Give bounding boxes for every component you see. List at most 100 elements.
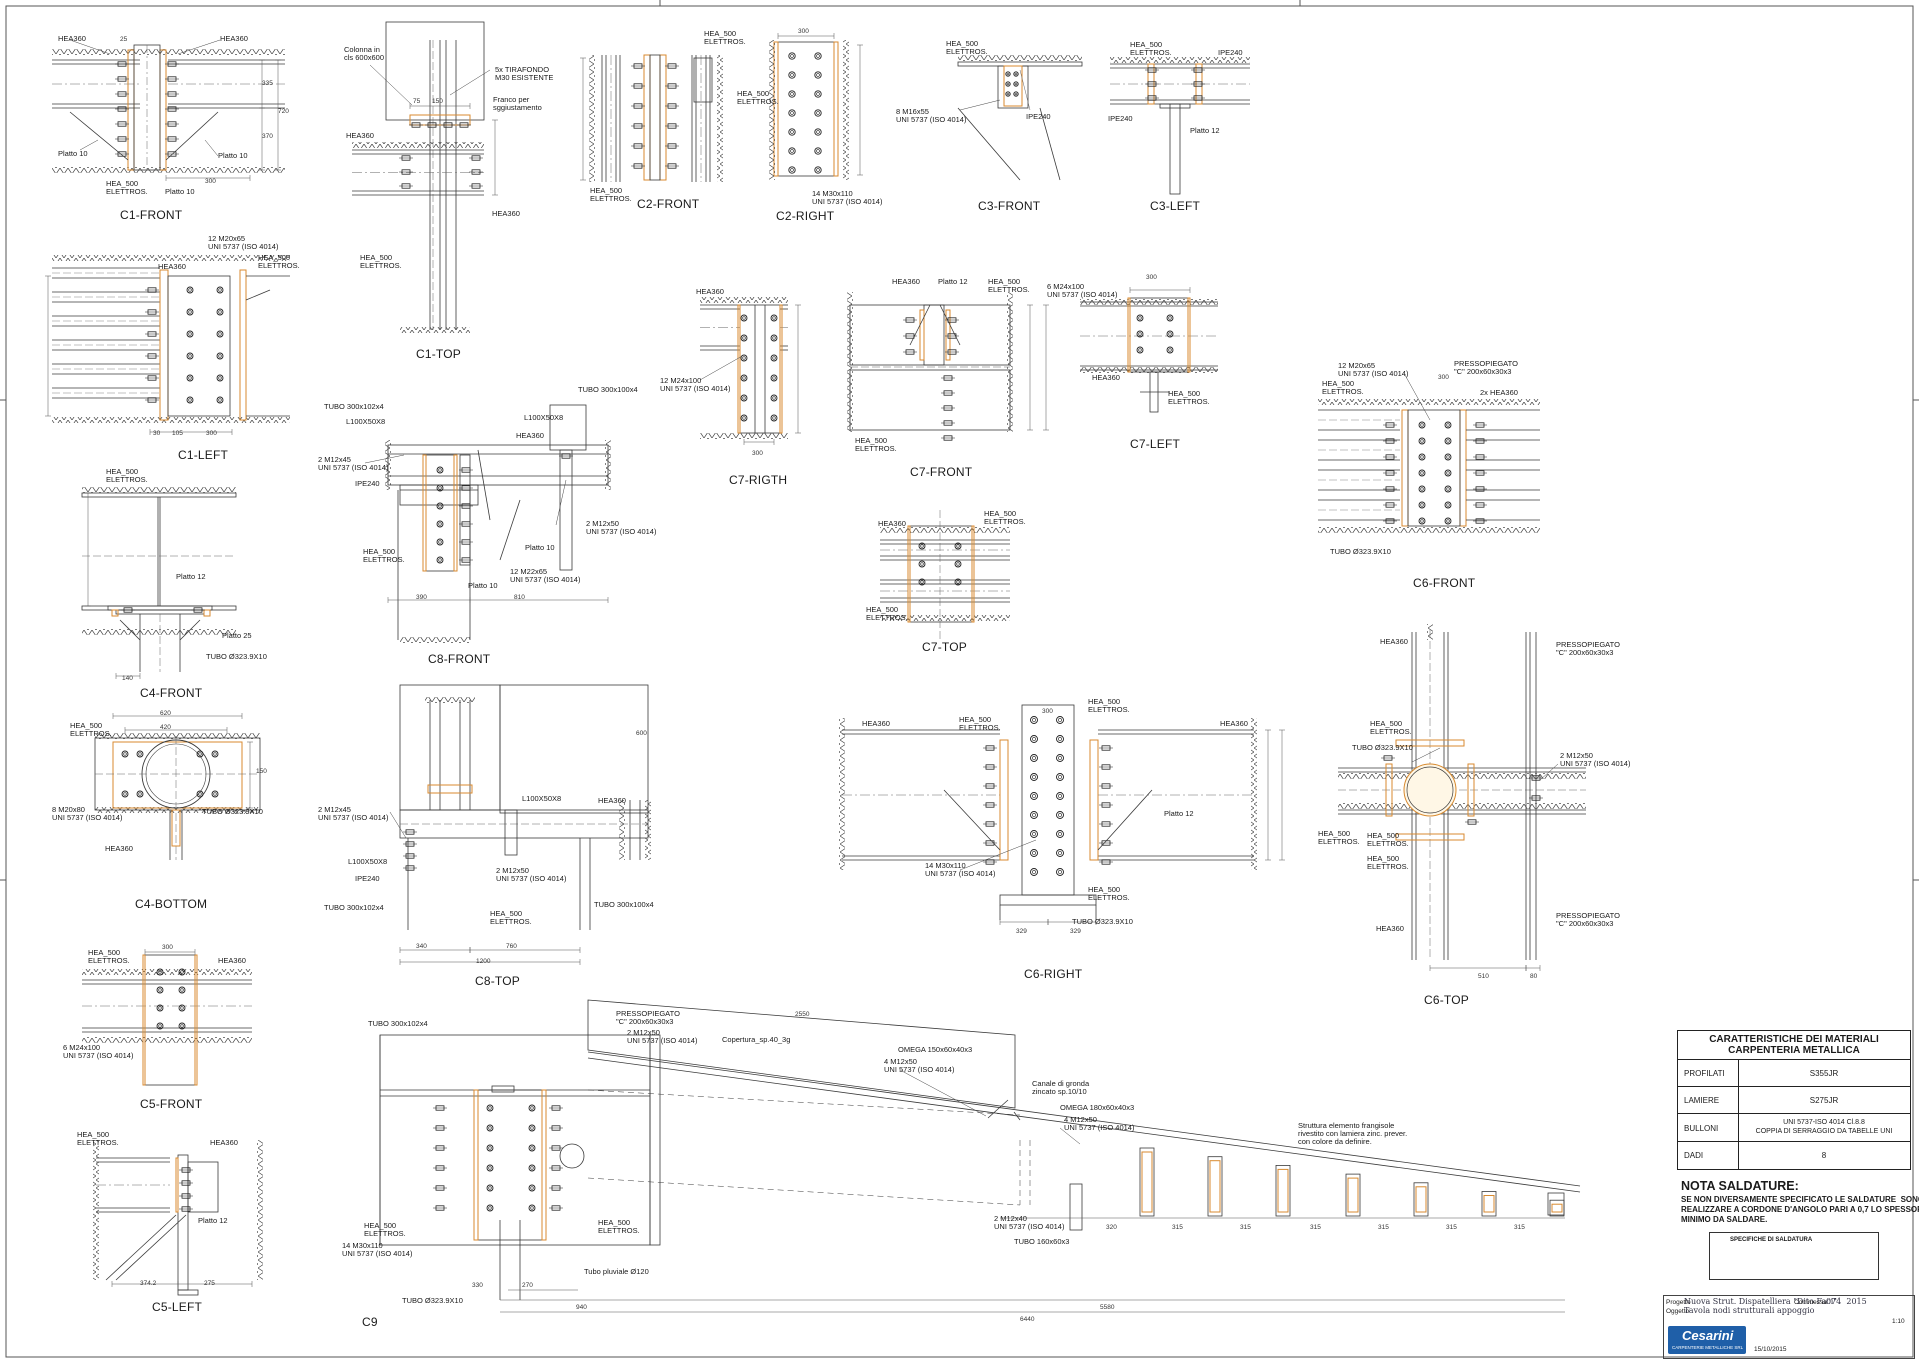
bolt-mark <box>1420 487 1424 491</box>
bolt-mark <box>742 416 746 420</box>
caption-c3-front: C3-FRONT <box>978 199 1041 213</box>
label-hea500: HEA_500 ELETTROS. <box>77 1130 119 1147</box>
bolt-mark <box>178 986 186 994</box>
bolt-mark <box>1420 423 1424 427</box>
bolt-mark <box>790 168 794 172</box>
bolt-mark <box>186 352 194 360</box>
bolt-mark <box>1166 346 1174 354</box>
dim-620: 620 <box>160 710 171 717</box>
label-hea500: HEA_500 ELETTROS. <box>106 179 148 196</box>
bolt-mark <box>770 374 778 382</box>
caption-c8-top: C8-TOP <box>475 974 520 988</box>
bolt-mark <box>1168 332 1172 336</box>
caption-c8-front: C8-FRONT <box>428 652 491 666</box>
weld-plate <box>422 454 427 572</box>
label-hea500: HEA_500 ELETTROS. <box>866 605 908 622</box>
dim-420: 420 <box>160 724 171 731</box>
bolt-mark <box>814 71 822 79</box>
bolt-mark <box>1446 455 1450 459</box>
bolt-mark <box>218 376 222 380</box>
bolt-mark <box>1056 811 1064 819</box>
label-platto10: Platto 10 <box>165 187 195 196</box>
tb-commessa-value: 074 2015 <box>1826 1297 1867 1306</box>
label-colonna: Colonna in cls 600x600 <box>344 45 385 62</box>
bolt-mark <box>1420 439 1424 443</box>
weld-plate <box>427 784 473 794</box>
caption-c5-left: C5-LEFT <box>152 1300 203 1314</box>
label-platto10: Platto 10 <box>58 149 88 158</box>
bolt-mark <box>1168 316 1172 320</box>
bolt-mark <box>770 414 778 422</box>
bolt-mark <box>1056 830 1064 838</box>
label-hea500: HEA_500 ELETTROS. <box>1088 697 1130 714</box>
break-line <box>82 969 252 975</box>
bolt-mark <box>1168 348 1172 352</box>
dim-329: 329 <box>1016 928 1027 935</box>
bolt-mark <box>1030 811 1038 819</box>
bolt-mark <box>918 542 926 550</box>
bolt-mark <box>1058 794 1062 798</box>
leader-line <box>79 139 99 151</box>
bolt-mark <box>1030 868 1038 876</box>
bolt-mark <box>486 1104 494 1112</box>
break-line <box>1251 718 1257 870</box>
weld-plate <box>919 309 925 361</box>
bolt-mark <box>920 544 924 548</box>
caption-c1-top: C1-TOP <box>416 347 461 361</box>
bolt-mark <box>180 988 184 992</box>
label-tubo323: TUBO Ø323.9X10 <box>202 807 263 816</box>
label-hea360: HEA360 <box>492 209 520 218</box>
bolt-mark <box>136 750 144 758</box>
label-l100: L100X50X8 <box>346 417 386 426</box>
label-m12x50-4: 4 M12x50 UNI 5737 (ISO 4014) <box>1064 1115 1135 1132</box>
drawing-line <box>987 1099 1009 1119</box>
bolt-mark <box>816 111 820 115</box>
drawing-rect <box>1547 1192 1565 1216</box>
dim-315: 315 <box>1514 1224 1525 1231</box>
weld-plate <box>171 809 181 847</box>
label-pressopiegato: PRESSOPIEGATO "C" 200x60x30x3 <box>1556 911 1620 928</box>
label-hea360: HEA360 <box>696 287 724 296</box>
weld-plate <box>659 54 667 181</box>
bolt-mark <box>1056 716 1064 724</box>
label-m22x65: 12 M22x65 UNI 5737 (ISO 4014) <box>510 567 581 584</box>
bolt-mark <box>1056 792 1064 800</box>
bolt-mark <box>121 790 129 798</box>
leader-line <box>959 839 1037 871</box>
bolt-mark <box>218 332 222 336</box>
drawing-rect <box>167 275 231 417</box>
label-platto10: Platto 10 <box>525 543 555 552</box>
bolt-mark <box>1446 423 1450 427</box>
drawing-rect <box>187 1161 219 1213</box>
break-line <box>400 327 470 333</box>
break-line <box>880 527 1010 533</box>
bolt-mark <box>138 752 142 756</box>
dim-390: 390 <box>416 594 427 601</box>
bolt-mark <box>138 792 142 796</box>
bolt-mark <box>1030 830 1038 838</box>
dim-320: 320 <box>1106 1224 1117 1231</box>
bolt-mark <box>1032 756 1036 760</box>
materials-title: CARATTERISTICHE DEI MATERIALI CARPENTERI… <box>1709 1034 1879 1056</box>
label-l100: L100X50X8 <box>522 794 562 803</box>
label-ipe240: IPE240 <box>355 874 380 883</box>
bolt-mark <box>816 130 820 134</box>
bolt-mark <box>158 1024 162 1028</box>
caption-c6-front: C6-FRONT <box>1413 576 1476 590</box>
materials-key: LAMIERE <box>1684 1096 1720 1105</box>
bolt-mark <box>436 538 444 546</box>
drawing-rect <box>909 525 973 623</box>
bolt-mark <box>1005 71 1011 77</box>
label-platto12: Platto 12 <box>176 572 206 581</box>
label-m16x55: 8 M16x55 UNI 5737 (ISO 4014) <box>896 107 967 124</box>
bolt-mark <box>742 316 746 320</box>
tb-progetto-key: Progetto <box>1666 1299 1691 1306</box>
bolt-mark <box>1005 91 1011 97</box>
label-tubo-pluviale: Tubo pluviale Ø120 <box>584 1267 649 1276</box>
nota-text: SE NON DIVERSAMENTE SPECIFICATO LE SALDA… <box>1681 1195 1919 1224</box>
drawing-rect <box>923 304 945 366</box>
drawing-rect <box>177 1289 199 1296</box>
dim-2550: 2550 <box>795 1011 810 1018</box>
drawing-rect <box>849 304 1011 366</box>
label-hea500: HEA_500 ELETTROS. <box>1088 885 1130 902</box>
